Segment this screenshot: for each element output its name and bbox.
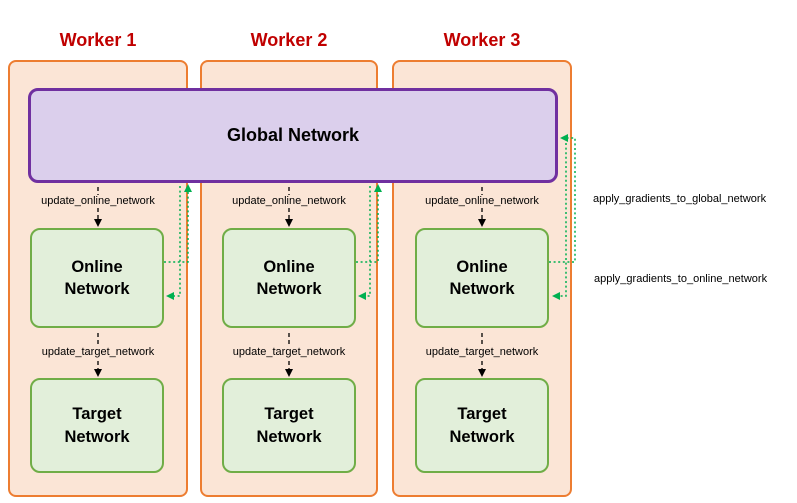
- apply-gradients-to-online-network-annotation: apply_gradients_to_online_network: [594, 273, 768, 285]
- update-target-label-worker-2: update_target_network: [229, 346, 349, 358]
- worker-3-title: Worker 3: [443, 30, 521, 50]
- worker-3-target-network-label: Target Network: [449, 405, 515, 446]
- global-network-label: Global Network: [226, 125, 360, 145]
- worker-3-target-network-box: Target Network: [415, 378, 549, 473]
- apply-gradients-to-global-network-annotation: apply_gradients_to_global_network: [593, 193, 767, 205]
- worker-1-title: Worker 1: [59, 30, 137, 50]
- worker-1-target-network-box: Target Network: [30, 378, 164, 473]
- worker-2-title: Worker 2: [250, 30, 328, 50]
- global-network-box: Global Network: [28, 88, 558, 183]
- update-target-label-worker-3: update_target_network: [422, 346, 542, 358]
- worker-2-target-network-label: Target Network: [256, 405, 322, 446]
- worker-1-online-network-box: Online Network: [30, 228, 164, 328]
- worker-1-target-network-label: Target Network: [64, 405, 130, 446]
- worker-2-online-network-label: Online Network: [256, 257, 322, 298]
- worker-2-target-network-box: Target Network: [222, 378, 356, 473]
- update-online-label-worker-3: update_online_network: [422, 195, 542, 207]
- worker-1-online-network-label: Online Network: [64, 257, 130, 298]
- update-online-label-worker-2: update_online_network: [229, 195, 349, 207]
- update-target-label-worker-1: update_target_network: [38, 346, 158, 358]
- worker-2-online-network-box: Online Network: [222, 228, 356, 328]
- update-online-label-worker-1: update_online_network: [38, 195, 158, 207]
- worker-3-online-network-label: Online Network: [449, 257, 515, 298]
- worker-3-online-network-box: Online Network: [415, 228, 549, 328]
